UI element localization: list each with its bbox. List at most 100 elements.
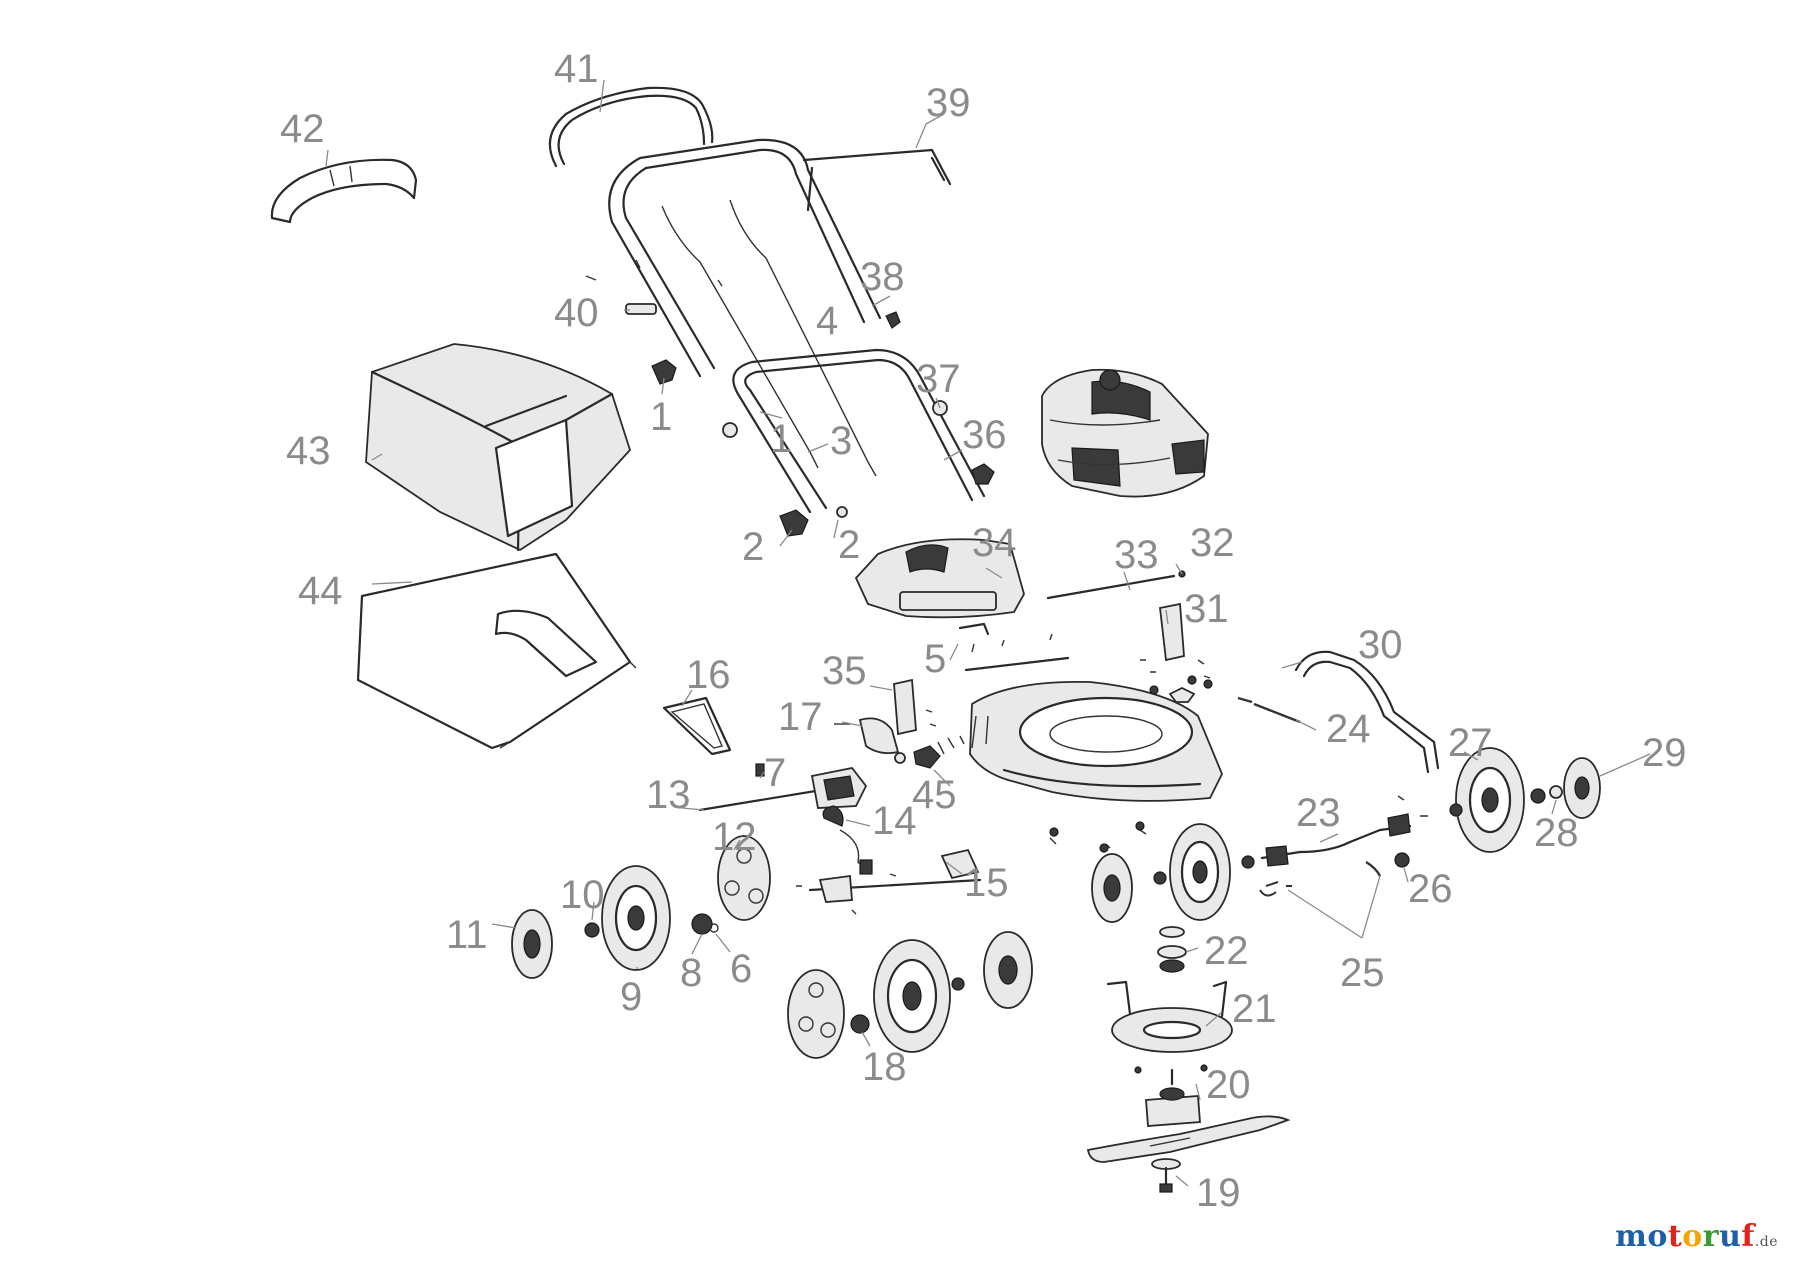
callout-39: 39 [926,81,971,125]
callout-5: 5 [924,637,946,681]
callout-19: 19 [1196,1171,1241,1215]
part-7-key [755,763,765,777]
part-41-upper-bar [548,86,714,168]
part-20-blade-holder [1134,1064,1208,1127]
part-26-nut [1394,852,1410,868]
callout-45: 45 [912,773,957,817]
lower-handle [732,348,986,514]
part-23-axle [1260,795,1428,867]
part-14-cable [822,805,873,875]
watermark-letter: o [1682,1219,1703,1254]
callout-28: 28 [1534,811,1579,855]
part-42-handle-grip [270,158,418,224]
part-8-pinion [691,913,719,935]
part-44-bag-frame [356,552,637,750]
part-13-gearbox [698,767,868,812]
part-18-wheel-cover [787,969,870,1059]
callout-2-left: 2 [742,525,764,569]
part-34-rear-flap [854,538,1025,619]
watermark-letter: r [1702,1219,1720,1254]
part-11-hubcap [511,909,553,979]
callout-17: 17 [778,695,823,739]
part-31-bracket [1140,602,1211,703]
part-12-cover [717,835,771,921]
callout-13: 13 [646,773,691,817]
upper-handle [608,138,882,378]
callout-10: 10 [560,873,605,917]
part-39-bracket [802,148,952,212]
part-2-knobs [779,506,848,537]
callout-16: 16 [686,653,731,697]
callout-18: 18 [862,1045,907,1089]
part-35-bracket [893,678,937,736]
part-24-spring [1237,696,1301,724]
callout-6: 6 [730,947,752,991]
callout-3: 3 [830,419,852,463]
callout-9: 9 [620,975,642,1019]
part-10-bushing [584,922,600,938]
part-43-grass-bag [365,343,632,552]
callout-36: 36 [962,413,1007,457]
part-21-fan [1106,980,1233,1053]
part-25-clips [1259,860,1382,897]
callout-numbers: 1 1 2 2 3 4 5 6 7 8 9 10 11 12 13 14 15 … [280,47,1687,1215]
callout-40: 40 [554,291,599,335]
control-cables [585,199,877,477]
callout-4: 4 [816,299,838,343]
watermark-letter: f [1741,1219,1755,1254]
callout-43: 43 [286,429,331,473]
callout-32: 32 [1190,521,1235,565]
callout-44: 44 [298,569,343,613]
callout-24: 24 [1326,707,1371,751]
part-45-bracket [937,735,965,755]
part-40-bolt [625,303,657,315]
watermark-letter: o [1647,1219,1668,1254]
callout-26: 26 [1408,867,1453,911]
callout-27: 27 [1448,721,1493,765]
callout-11: 11 [446,913,488,957]
part-19-bolt [1151,1158,1181,1193]
callout-20: 20 [1206,1063,1251,1107]
callout-31: 31 [1184,587,1229,631]
part-16-guide [662,696,732,756]
callout-25: 25 [1340,951,1385,995]
callout-41: 41 [554,47,599,91]
callout-15: 15 [964,861,1009,905]
callout-38: 38 [860,255,905,299]
callout-1-upper: 1 [650,395,672,439]
deck-screws [1049,675,1213,853]
watermark-suffix: .de [1754,1234,1778,1250]
part-30-bar [1294,650,1440,774]
part-5-bracket [958,622,1070,672]
part-29-hubcap [1563,757,1601,819]
part-22-adapter [1157,926,1187,973]
part-1-knob [651,359,738,438]
watermark-text: motoruf [1615,1219,1755,1254]
callout-23: 23 [1296,791,1341,835]
part-38-knob [885,311,901,329]
engine [1041,368,1209,498]
mower-deck [969,680,1223,802]
callout-37: 37 [916,357,961,401]
callout-8: 8 [680,951,702,995]
callout-14: 14 [872,799,917,843]
callout-34: 34 [972,521,1017,565]
part-28-bushing [1530,785,1563,804]
callout-2-right: 2 [838,523,860,567]
callout-42: 42 [280,107,325,151]
callout-7: 7 [764,751,786,795]
center-wheel [873,931,1033,1053]
callout-35: 35 [822,649,867,693]
callout-30: 30 [1358,623,1403,667]
watermark-logo: motoruf.de [1615,1219,1778,1254]
blade [1086,1115,1291,1163]
callout-22: 22 [1204,929,1249,973]
right-front-wheels [1049,823,1255,923]
watermark-letter: t [1667,1219,1683,1254]
leader-lines [325,79,1651,1187]
watermark-letter: m [1615,1219,1648,1254]
watermark-letter: u [1719,1219,1742,1254]
part-17-height-adjuster [834,717,941,769]
callout-29: 29 [1642,731,1687,775]
